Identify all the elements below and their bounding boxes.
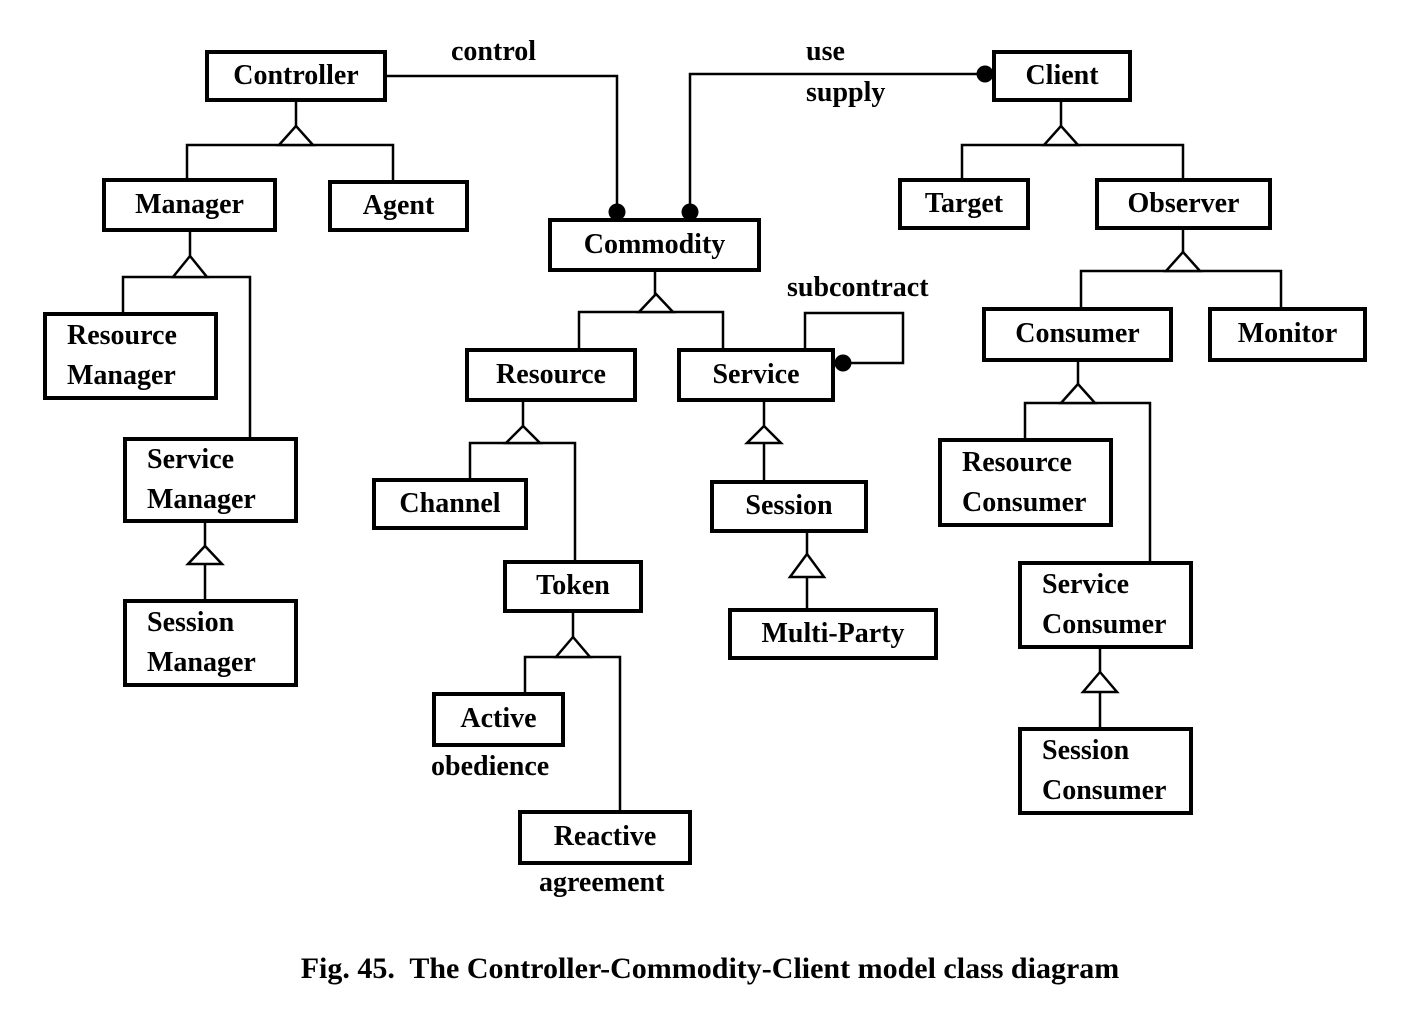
edge-label-subcontract: subcontract bbox=[787, 272, 929, 303]
class-box-observer: Observer bbox=[1095, 178, 1272, 230]
class-label-commodity: Commodity bbox=[583, 228, 726, 260]
class-label-target: Target bbox=[924, 187, 1004, 219]
class-box-multi-party: Multi-Party bbox=[728, 608, 938, 660]
generalization-arrow bbox=[170, 254, 210, 279]
generalization-arrow bbox=[185, 544, 225, 566]
class-label-service: Service bbox=[712, 358, 800, 390]
class-label-channel: Channel bbox=[399, 487, 501, 519]
class-label-session-consumer: Session Consumer bbox=[1042, 735, 1167, 806]
generalization-arrow bbox=[276, 124, 316, 147]
edge-label-use: use bbox=[806, 36, 845, 67]
association-control-line bbox=[387, 74, 619, 206]
edge-label-agreement: agreement bbox=[539, 867, 665, 898]
class-box-consumer: Consumer bbox=[982, 307, 1173, 362]
class-label-token: Token bbox=[536, 570, 610, 602]
class-box-session-consumer: Session Consumer bbox=[1018, 727, 1193, 815]
class-label-resource: Resource bbox=[496, 358, 606, 390]
class-label-multi-party: Multi-Party bbox=[761, 617, 905, 649]
edge-label-control: control bbox=[451, 36, 537, 67]
generalization-arrow bbox=[1041, 124, 1081, 147]
class-box-session-manager: Session Manager bbox=[123, 599, 298, 687]
generalization-arrow bbox=[787, 551, 827, 579]
generalization-arrow bbox=[553, 635, 593, 659]
edge-label-obedience: obedience bbox=[431, 751, 550, 782]
class-box-service-manager: Service Manager bbox=[123, 437, 298, 523]
class-box-commodity: Commodity bbox=[548, 218, 761, 272]
aggregation-dot bbox=[976, 65, 994, 83]
class-label-session-manager: Session Manager bbox=[147, 607, 256, 678]
class-label-active: Active bbox=[460, 703, 537, 735]
class-label-service-manager: Service Manager bbox=[147, 444, 256, 515]
association-subcontract-loop bbox=[803, 311, 905, 365]
class-box-controller: Controller bbox=[205, 50, 387, 102]
class-box-monitor: Monitor bbox=[1208, 307, 1367, 362]
class-box-service: Service bbox=[677, 348, 835, 402]
class-box-reactive: Reactive bbox=[518, 810, 692, 865]
figure-caption: Fig. 45. The Controller-Commodity-Client… bbox=[300, 952, 1120, 985]
generalization-arrow bbox=[1080, 670, 1120, 694]
class-label-resource-manager: Resource Manager bbox=[67, 320, 177, 391]
class-label-agent: Agent bbox=[362, 189, 435, 221]
generalization-arrow bbox=[636, 292, 676, 314]
class-box-session: Session bbox=[710, 480, 868, 533]
class-box-service-consumer: Service Consumer bbox=[1018, 561, 1193, 649]
class-label-service-consumer: Service Consumer bbox=[1042, 569, 1167, 640]
class-box-target: Target bbox=[898, 178, 1030, 230]
class-box-token: Token bbox=[503, 560, 643, 613]
class-box-resource: Resource bbox=[465, 348, 637, 402]
generalization-arrow bbox=[1163, 250, 1203, 273]
class-box-manager: Manager bbox=[102, 178, 277, 232]
aggregation-dot bbox=[834, 354, 852, 372]
edge-label-supply: supply bbox=[806, 77, 886, 108]
class-box-client: Client bbox=[992, 50, 1132, 102]
class-label-observer: Observer bbox=[1127, 187, 1240, 219]
association-use-supply-line bbox=[688, 72, 985, 206]
generalization-arrow bbox=[502, 424, 544, 445]
aggregation-dot bbox=[608, 203, 626, 221]
generalization-arrow bbox=[743, 424, 785, 445]
class-label-consumer: Consumer bbox=[1015, 318, 1140, 350]
aggregation-dot bbox=[681, 203, 699, 221]
class-box-resource-consumer: Resource Consumer bbox=[938, 438, 1113, 527]
class-label-client: Client bbox=[1025, 59, 1099, 91]
class-label-monitor: Monitor bbox=[1237, 318, 1338, 350]
class-box-agent: Agent bbox=[328, 180, 469, 232]
class-label-session: Session bbox=[745, 490, 833, 522]
class-box-channel: Channel bbox=[372, 478, 528, 530]
class-box-active: Active bbox=[432, 692, 565, 747]
class-label-reactive: Reactive bbox=[553, 821, 657, 853]
class-label-controller: Controller bbox=[233, 59, 359, 91]
class-box-resource-manager: Resource Manager bbox=[43, 312, 218, 400]
generalization-arrow bbox=[1058, 382, 1098, 405]
class-label-manager: Manager bbox=[135, 188, 244, 220]
class-label-resource-consumer: Resource Consumer bbox=[962, 446, 1087, 518]
